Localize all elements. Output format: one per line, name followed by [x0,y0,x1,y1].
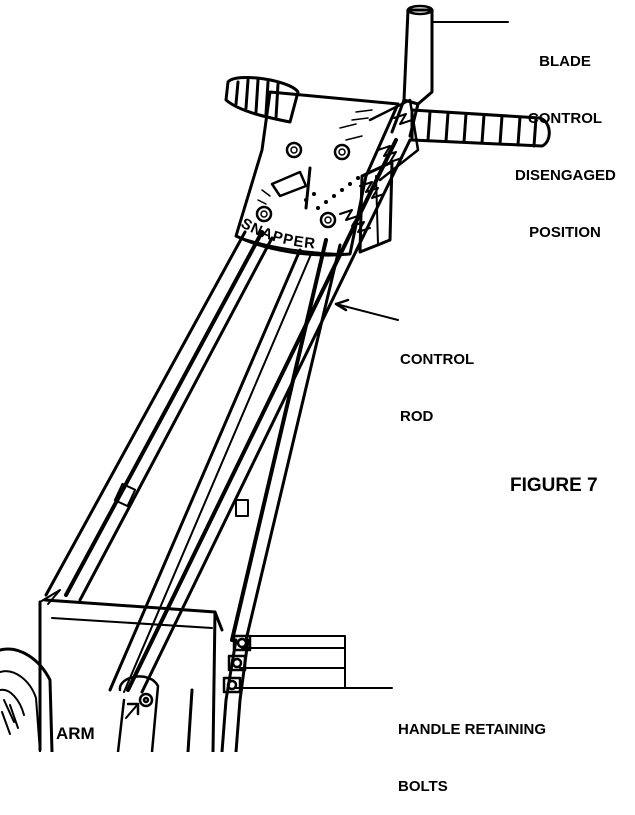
mower-deck [0,589,224,752]
callout-leaders [125,21,509,719]
mounting-plate [235,635,346,689]
blade-control-lever [358,4,434,254]
callout-control-rod-line2: ROD [400,408,434,425]
arm-bracket [116,675,160,752]
panel-adjust-holes [304,176,360,210]
callout-control-rod: CONTROL ROD [400,312,474,445]
control-panel [234,90,400,257]
handle-right-tube [220,238,342,752]
left-grip [224,75,300,124]
callout-blade-control-line1: BLADE [539,53,591,70]
callout-blade-control-line4: POSITION [529,224,601,241]
callout-handle-bolts: HANDLE RETAINING BOLTS [398,682,546,815]
figure-label: FIGURE 7 [510,475,598,496]
callout-arm: ARM [54,724,97,743]
callout-control-rod-line1: CONTROL [400,351,475,368]
mower-handle-diagram: SNAPPER [0,4,551,752]
handle-left-tube [44,230,274,602]
callout-blade-control: BLADE CONTROL DISENGAGED POSITION [515,14,616,261]
callout-handle-bolts-line1: HANDLE RETAINING [398,721,547,738]
callout-blade-control-line2: CONTROL [527,110,603,127]
spring-coil [339,113,413,233]
callout-blade-control-line3: DISENGAGED [515,167,616,184]
callout-handle-bolts-line2: BOLTS [398,778,448,795]
right-grip [410,108,551,148]
control-rod [108,138,412,694]
retaining-bolts [222,634,252,694]
